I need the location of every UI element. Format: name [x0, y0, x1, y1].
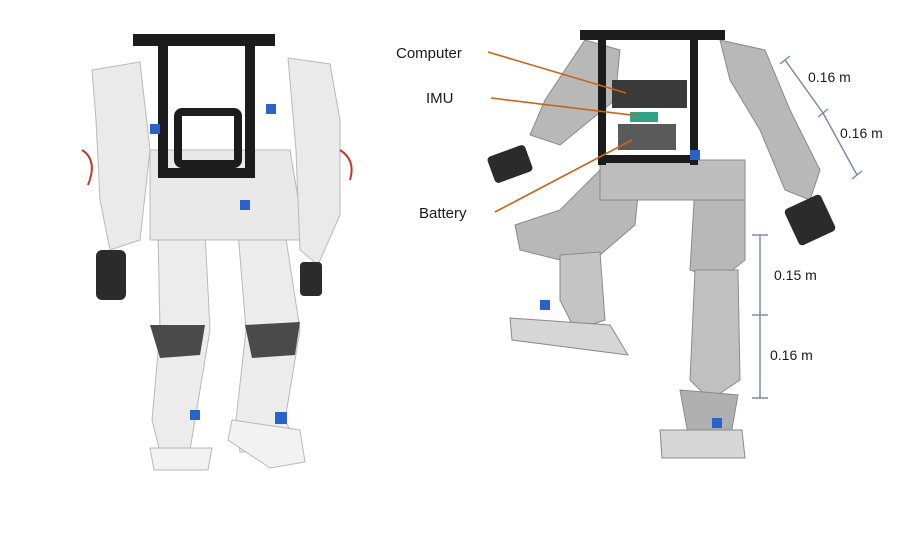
upper-arm-dimension: 0.16 m: [808, 69, 851, 85]
battery-label: Battery: [419, 205, 467, 222]
cad-robot-model: [487, 30, 836, 459]
dimension-markers: [752, 55, 863, 399]
callout-lines: [487, 51, 641, 213]
real-robot-photo: [81, 34, 353, 471]
thigh-dimension: 0.15 m: [774, 267, 817, 283]
computer-label: Computer: [396, 45, 462, 62]
shin-dimension: 0.16 m: [770, 347, 813, 363]
imu-label: IMU: [426, 90, 454, 107]
forearm-dimension: 0.16 m: [840, 125, 883, 141]
